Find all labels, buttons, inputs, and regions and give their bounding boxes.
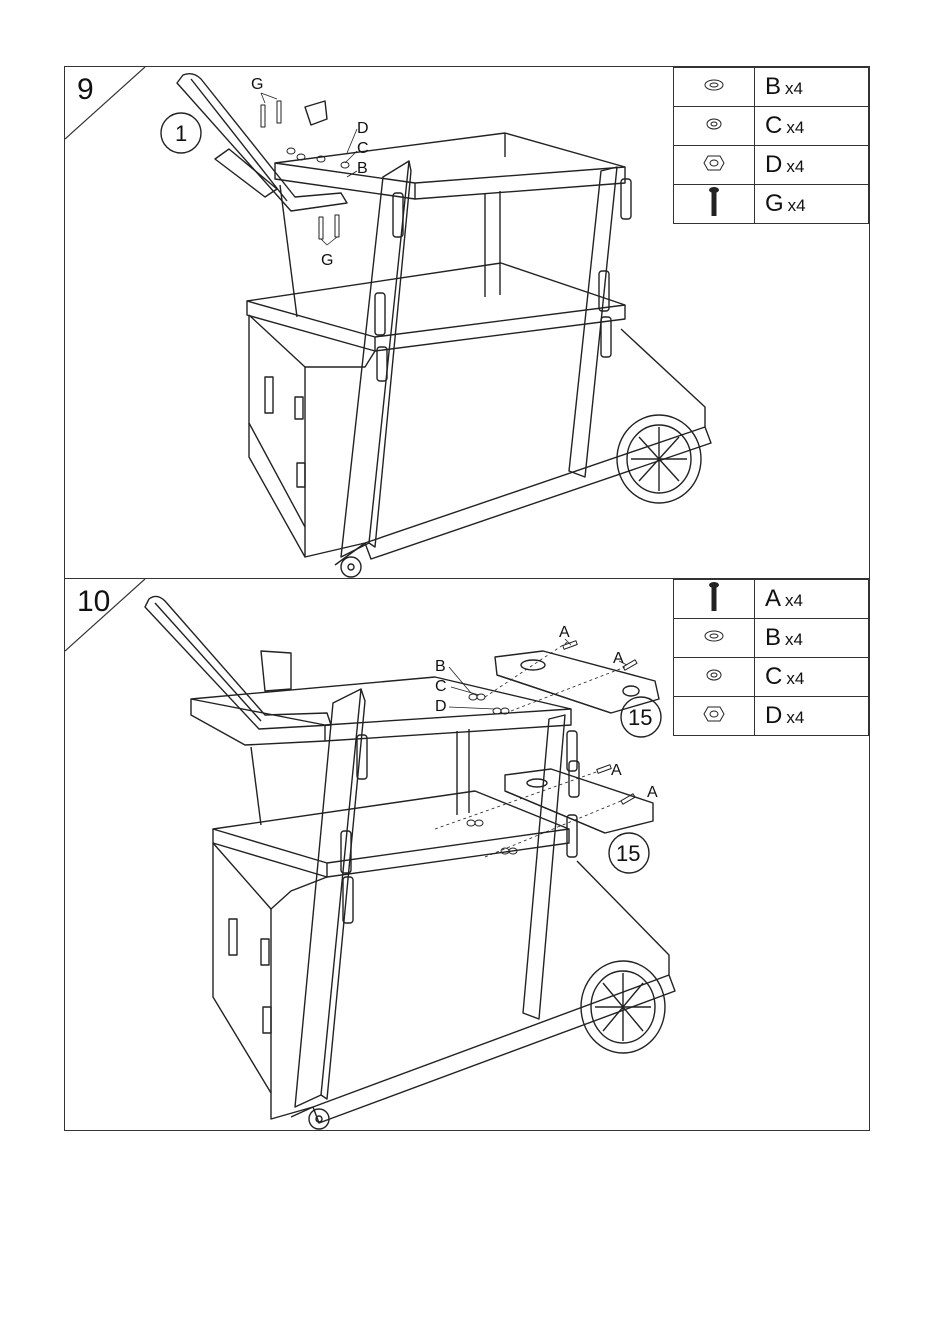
cabinet xyxy=(249,315,375,557)
part-number-bottom: 15 xyxy=(616,841,640,866)
step-9-panel: 9 xyxy=(64,66,870,579)
bottle-holder-bottom xyxy=(505,769,653,833)
bolt-icon xyxy=(708,581,720,613)
handle-assembly xyxy=(177,74,347,211)
spring-washer-icon xyxy=(704,668,724,682)
callout-c: C xyxy=(435,678,447,695)
front-upright xyxy=(295,689,367,1107)
front-caster xyxy=(309,1109,329,1129)
rear-wheel xyxy=(617,415,701,503)
rear-wheel xyxy=(581,961,665,1053)
part-qty: x4 xyxy=(785,630,803,649)
part-qty: x4 xyxy=(786,669,804,688)
callout-a-1: A xyxy=(559,624,570,641)
part-letter: B xyxy=(765,624,781,651)
callout-g-top: G xyxy=(251,76,263,93)
cabinet xyxy=(213,843,327,1119)
part-letter: B xyxy=(765,73,781,100)
callout-c: C xyxy=(357,140,369,157)
callout-a-3: A xyxy=(611,762,622,779)
alignment-lines xyxy=(435,641,625,857)
hex-nut-icon xyxy=(703,154,725,172)
rear-upright xyxy=(523,715,579,1019)
part-qty: x4 xyxy=(785,79,803,98)
bottom-tray xyxy=(291,861,675,1123)
part-letter: G xyxy=(765,190,784,217)
callout-g-bottom: G xyxy=(321,252,333,269)
flat-washer-icon xyxy=(702,78,726,92)
step-10-panel: 10 xyxy=(64,578,870,1131)
callout-d: D xyxy=(357,120,369,137)
middle-shelf xyxy=(247,263,625,351)
part-letter: D xyxy=(765,702,782,729)
callout-b: B xyxy=(357,160,368,177)
part-qty: x4 xyxy=(786,708,804,727)
middle-shelf xyxy=(213,791,569,877)
callout-a-2: A xyxy=(613,650,624,667)
part-letter: C xyxy=(765,112,782,139)
part-qty: x4 xyxy=(788,196,806,215)
part-qty: x4 xyxy=(786,118,804,137)
front-upright xyxy=(341,161,411,557)
callout-leaders xyxy=(449,639,627,709)
part-qty: x4 xyxy=(786,157,804,176)
part-qty: x4 xyxy=(785,591,803,610)
hex-nut-icon xyxy=(703,705,725,723)
front-caster xyxy=(341,557,361,577)
callout-a-4: A xyxy=(647,784,658,801)
part-number: 1 xyxy=(175,121,187,146)
part-letter: A xyxy=(765,585,781,612)
top-tray xyxy=(191,677,571,825)
callout-d: D xyxy=(435,698,447,715)
part-letter: C xyxy=(765,663,782,690)
callout-b: B xyxy=(435,658,446,675)
flat-washer-icon xyxy=(702,629,726,643)
handle-assembly xyxy=(145,596,331,729)
part-number-top: 15 xyxy=(628,705,652,730)
bottom-tray xyxy=(335,329,711,565)
bolt-icon xyxy=(708,186,720,218)
part-letter: D xyxy=(765,151,782,178)
spring-washer-icon xyxy=(704,117,724,131)
